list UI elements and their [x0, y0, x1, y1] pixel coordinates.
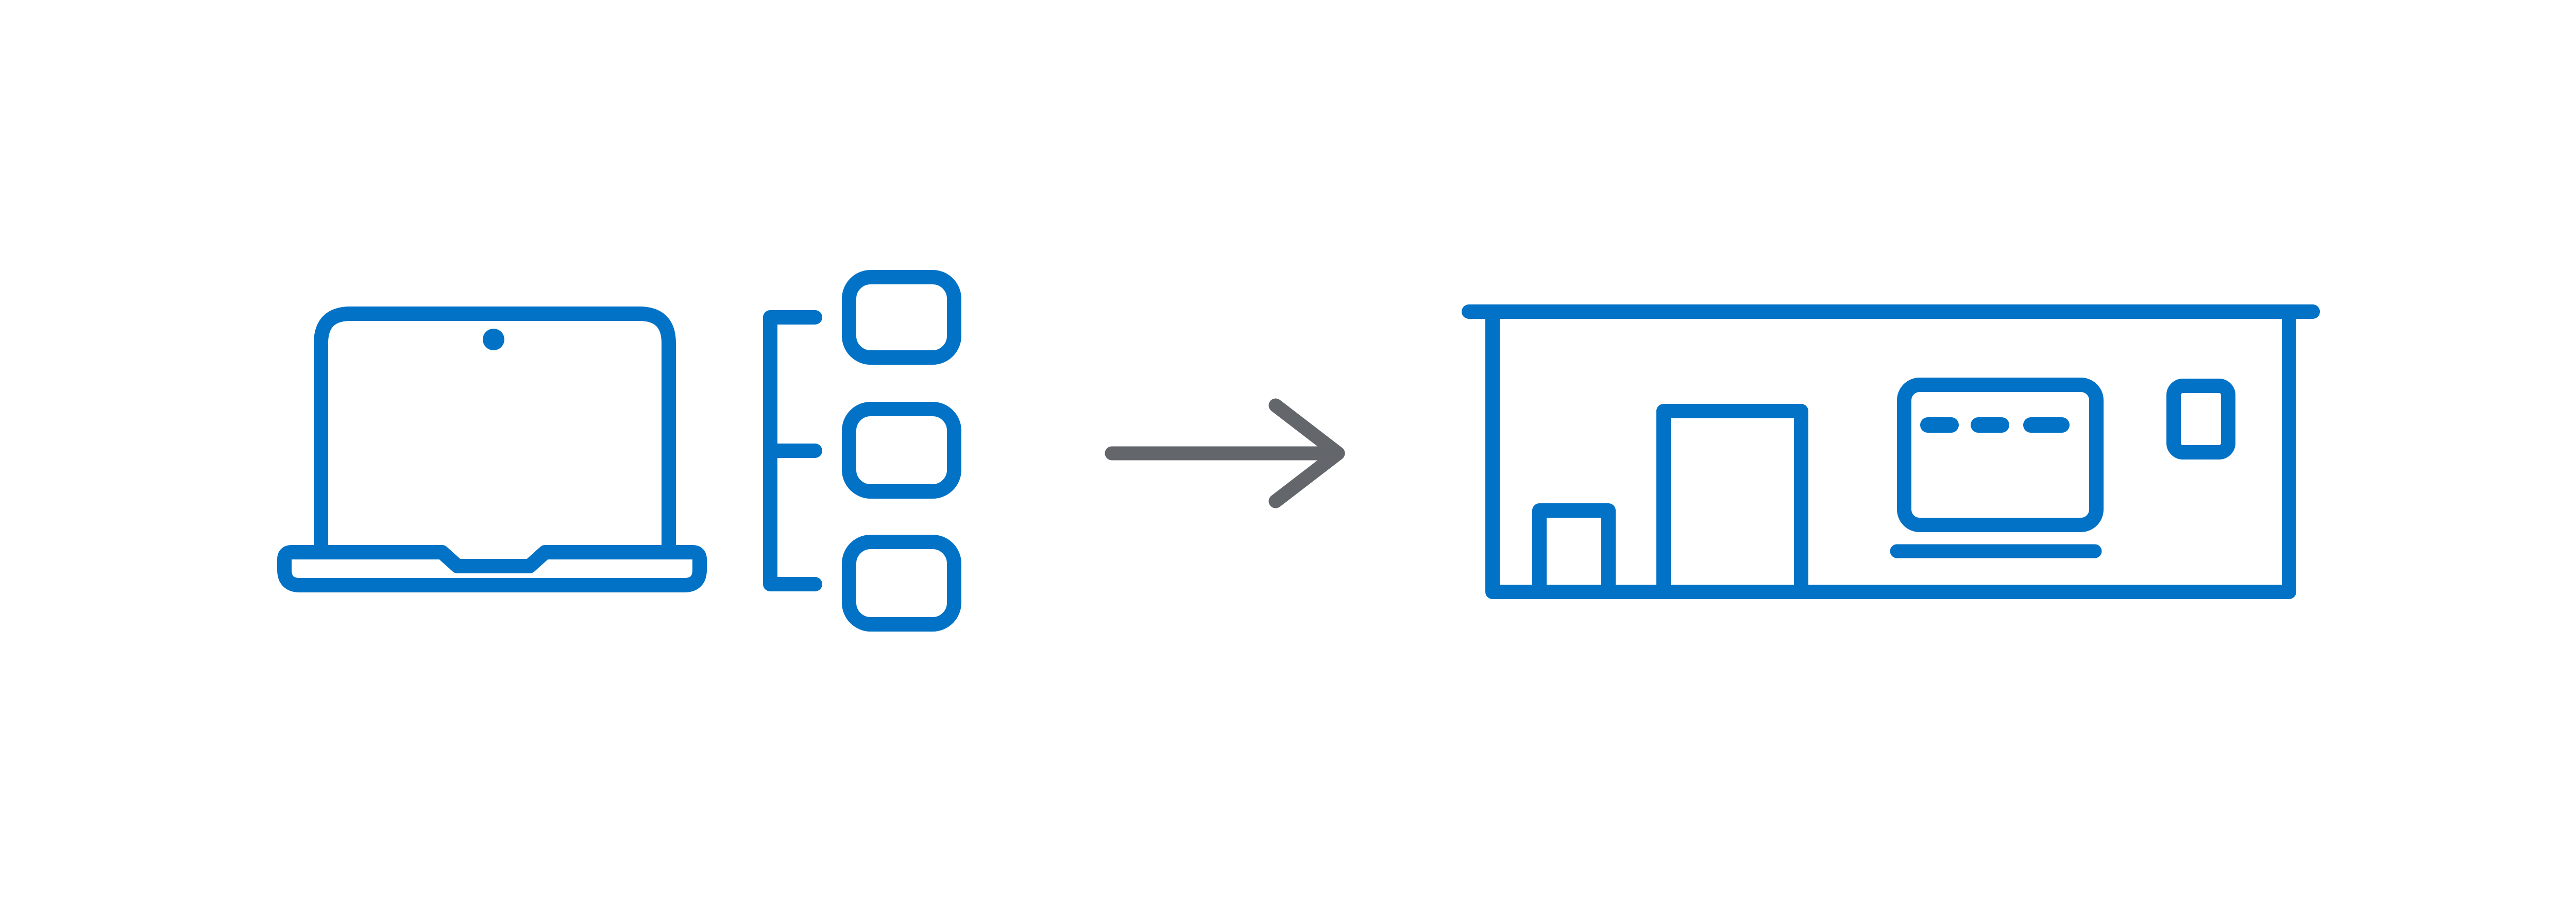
building-small-window: [1532, 503, 1616, 592]
building-upper-window: [2166, 379, 2235, 460]
sitemap-node: [842, 402, 961, 499]
sitemap-icon: [763, 270, 961, 632]
building-sign: [1897, 378, 2104, 532]
arrow-right-icon: [1105, 398, 1345, 508]
laptop-camera-dot: [483, 329, 504, 350]
arrow-head: [1268, 398, 1345, 508]
building-door: [1656, 404, 1808, 592]
laptop-icon: [277, 307, 707, 592]
laptop-base: [277, 545, 707, 592]
sitemap-node: [842, 270, 961, 365]
building-walls-floor: [1485, 319, 2296, 599]
building-icon: [1462, 304, 2320, 599]
laptop-screen: [314, 307, 676, 559]
sitemap-node: [842, 535, 961, 632]
